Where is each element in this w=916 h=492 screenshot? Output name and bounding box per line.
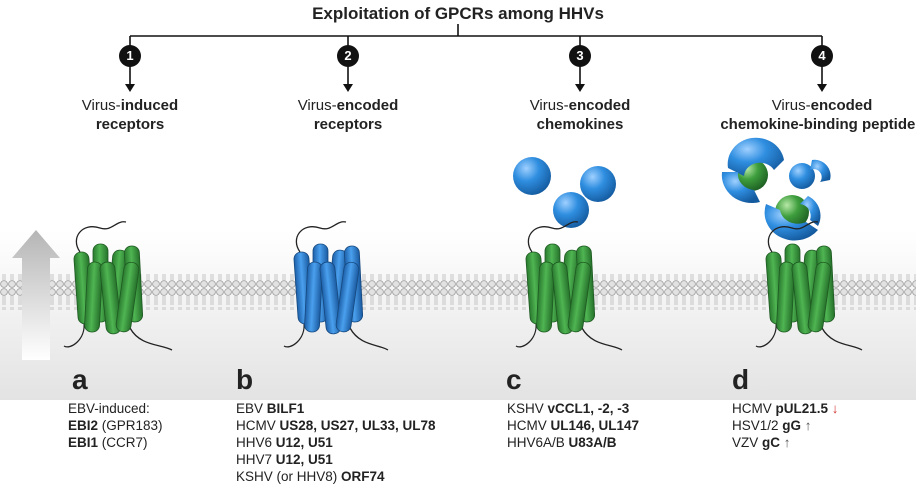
panel-a-gpr183: (GPR183) [98, 418, 163, 433]
up-arrow-icon: ↑ [804, 418, 812, 433]
down-arrow-icon: ↓ [831, 401, 839, 416]
panel-d-row1-virus: HCMV [732, 401, 776, 416]
panel-a-line1: EBV-induced: [68, 401, 150, 416]
panel-b-row5-virus: KSHV (or HHV8) [236, 469, 342, 484]
receptor-a-green [63, 221, 173, 351]
panel-letter-d: d [732, 364, 750, 395]
panel-d-row3-virus: VZV [732, 435, 763, 450]
receptor-c-green [515, 221, 623, 351]
receptor-b-blue [283, 221, 389, 351]
tree-lines [129, 24, 823, 88]
receptor-d-green [755, 221, 863, 351]
panel-b-text: EBV BILF1 HCMV US28, US27, UL33, UL78 HH… [236, 400, 436, 485]
panel-a-ccr7: (CCR7) [98, 435, 148, 450]
heading-4: Virus-encoded chemokine-binding peptides [702, 96, 916, 134]
diagram-title: Exploitation of GPCRs among HHVs [312, 4, 604, 23]
background-fade [0, 230, 916, 400]
heading-3-line2: chemokines [536, 116, 624, 133]
up-arrow-icon: ↑ [783, 435, 791, 450]
panel-d-row2-virus: HSV1/2 [732, 418, 783, 433]
lipid-bilayer [0, 274, 916, 310]
panel-c-row2-virus: HCMV [507, 418, 551, 433]
panel-b-row1-virus: EBV [236, 401, 267, 416]
heading-3-bold: encoded [568, 97, 631, 114]
panel-letter-c: c [506, 364, 522, 395]
panel-a-text: EBV-induced: EBI2 (GPR183) EBI1 (CCR7) [68, 400, 163, 451]
panel-c-row1-virus: KSHV [507, 401, 548, 416]
panel-b-row4-genes: U12, U51 [275, 452, 333, 467]
number-badges [119, 45, 833, 67]
panel-c-row1-genes: vCCL1, -2, -3 [547, 401, 630, 416]
tree-arrowheads [125, 84, 827, 92]
panel-d-row3-genes: gC [762, 435, 781, 450]
heading-4-bold: encoded [810, 97, 873, 114]
panel-c-text: KSHV vCCL1, -2, -3 HCMV UL146, UL147 HHV… [507, 400, 639, 451]
panel-c-row3-virus: HHV6A/B [507, 435, 569, 450]
heading-2-bold: encoded [336, 97, 399, 114]
heading-1-bold: induced [120, 97, 179, 114]
chemokine-binding-peptides [721, 137, 831, 241]
up-arrow-icon [12, 230, 60, 360]
chemokine-balls [513, 157, 616, 228]
panel-d-row1-genes: pUL21.5 [775, 401, 829, 416]
panel-c-row3-genes: U83A/B [568, 435, 617, 450]
panel-b-row3-virus: HHV6 [236, 435, 276, 450]
panel-a-ebi2: EBI2 [68, 418, 99, 433]
panel-b-row3-genes: U12, U51 [275, 435, 333, 450]
panel-b-row4-virus: HHV7 [236, 452, 276, 467]
heading-2-pre: Virus- [297, 97, 337, 114]
heading-2: Virus-encoded receptors [248, 96, 448, 134]
heading-2-line2: receptors [313, 116, 383, 133]
panel-b-row2-genes: US28, US27, UL33, UL78 [279, 418, 436, 433]
heading-1-pre: Virus- [81, 97, 121, 114]
panel-b-row1-genes: BILF1 [266, 401, 305, 416]
badge-1: 1 [126, 48, 134, 63]
panel-letter-a: a [72, 364, 88, 395]
badge-4: 4 [818, 48, 826, 63]
panel-letter-b: b [236, 364, 254, 395]
heading-4-line2: chemokine-binding peptides [720, 116, 916, 133]
panel-a-ebi1: EBI1 [68, 435, 99, 450]
badge-3: 3 [576, 48, 584, 63]
panel-b-row2-virus: HCMV [236, 418, 280, 433]
panel-c-row2-genes: UL146, UL147 [550, 418, 640, 433]
heading-3-pre: Virus- [529, 97, 569, 114]
heading-4-pre: Virus- [771, 97, 811, 114]
heading-1-line2: receptors [95, 116, 165, 133]
heading-3: Virus-encoded chemokines [480, 96, 680, 134]
panel-d-row2-genes: gG [782, 418, 802, 433]
badge-2: 2 [344, 48, 352, 63]
panel-d-text: HCMV pUL21.5 ↓ HSV1/2 gG ↑ VZV gC ↑ [732, 400, 839, 451]
heading-1: Virus-induced receptors [30, 96, 230, 134]
panel-b-row5-genes: ORF74 [341, 469, 385, 484]
